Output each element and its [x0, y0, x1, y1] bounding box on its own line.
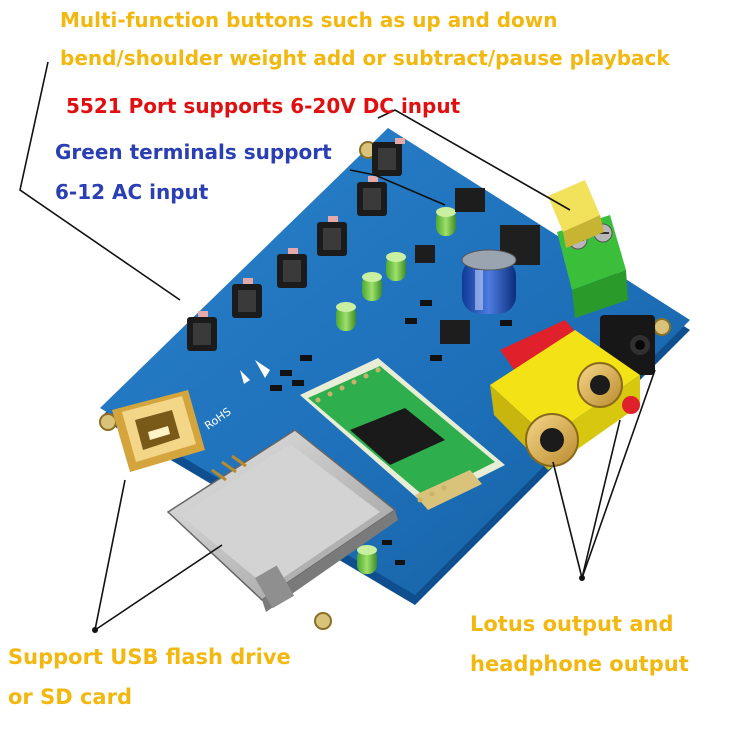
caption-port: 5521 Port supports 6-20V DC input — [66, 94, 461, 118]
caption-buttons-line2: bend/shoulder weight add or subtract/pau… — [60, 46, 670, 70]
rca-connectors — [490, 330, 640, 470]
capacitor — [436, 207, 456, 236]
pointer-lotus-3 — [581, 369, 656, 579]
caption-green-line2: 6-12 AC input — [55, 180, 209, 204]
sd-contacts — [211, 454, 247, 482]
pointer-buttons — [19, 61, 181, 301]
button-row — [187, 138, 405, 351]
push-button — [317, 216, 347, 256]
push-button — [372, 138, 405, 176]
blue-capacitor — [461, 249, 517, 314]
push-button — [187, 311, 217, 351]
caption-lotus-line2: headphone output — [470, 652, 689, 676]
dc-jack — [548, 180, 604, 248]
pointer-lotus-1 — [552, 461, 583, 579]
pointer-usb-left — [94, 479, 126, 631]
push-button — [357, 176, 387, 216]
capacitor — [386, 252, 406, 281]
pointer-usb-right — [94, 544, 223, 631]
pointer-green — [349, 169, 446, 206]
annotation-dots — [92, 575, 585, 633]
sd-card-slot — [166, 429, 398, 612]
annotation-lines — [19, 61, 656, 631]
green-capacitors — [336, 207, 456, 574]
caption-usb-line2: or SD card — [8, 685, 132, 709]
capacitor — [336, 302, 356, 331]
capacitor — [357, 545, 377, 574]
pointer-lotus-2 — [581, 419, 621, 579]
smd-components — [270, 300, 512, 565]
caption-usb-line1: Support USB flash drive — [8, 645, 291, 669]
caption-buttons-line1: Multi-function buttons such as up and do… — [60, 8, 558, 32]
usb-port — [112, 390, 205, 472]
caption-lotus-line1: Lotus output and — [470, 612, 674, 636]
board-logo — [240, 360, 270, 384]
bluetooth-module — [300, 358, 505, 510]
capacitor — [362, 272, 382, 301]
push-button — [232, 278, 262, 318]
pointer-port — [377, 109, 571, 211]
caption-green-line1: Green terminals support — [55, 140, 332, 164]
push-button — [277, 248, 307, 288]
